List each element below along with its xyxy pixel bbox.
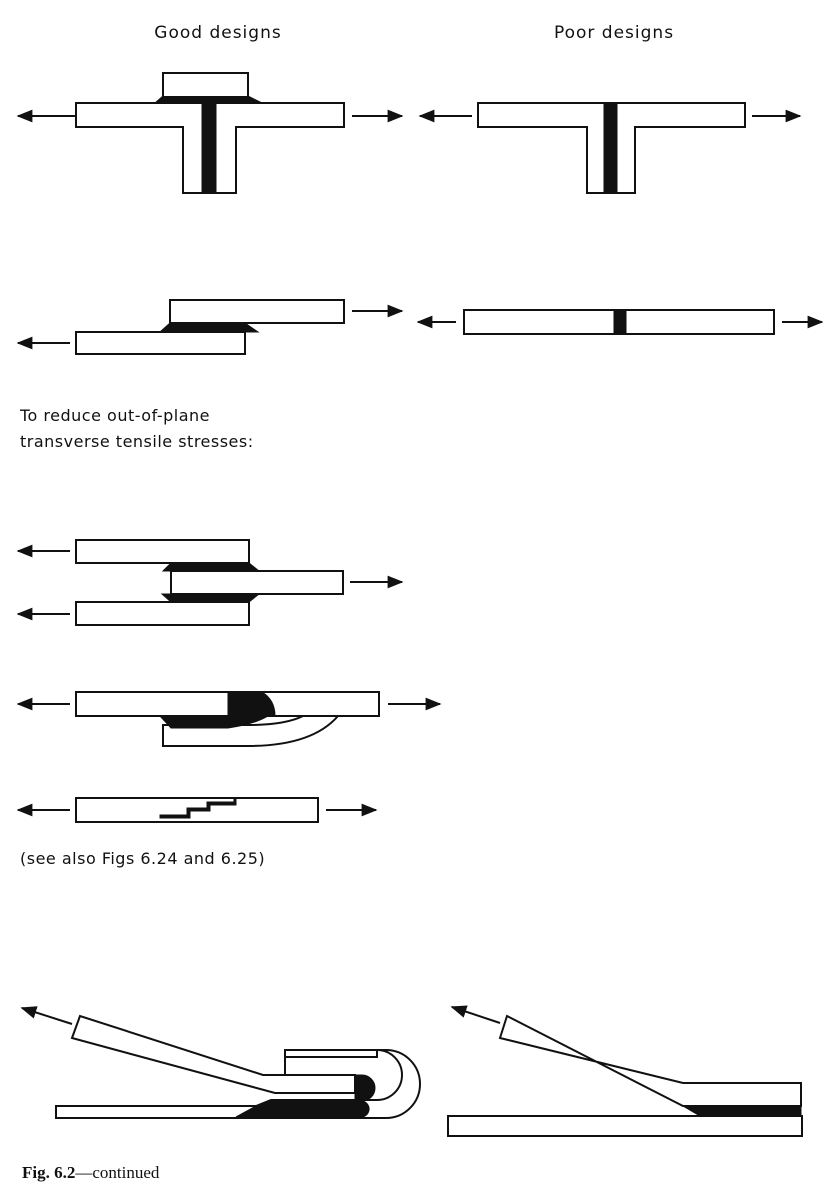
- butt-weld: [681, 1105, 802, 1117]
- butt-weld: [613, 309, 627, 335]
- reduce-note-line1: To reduce out-of-plane: [19, 406, 210, 425]
- upper-lap-weld: [161, 562, 261, 572]
- stepped-weld: [159, 797, 237, 819]
- good-tee-joint: [16, 72, 404, 194]
- poor-tee-joint: [418, 102, 802, 194]
- good-double-lap-joint: [16, 539, 404, 626]
- poor-inclined-joint: [447, 1005, 803, 1137]
- poor-butt-joint: [416, 309, 824, 335]
- good-lap-joint: [16, 299, 404, 355]
- fillet-weld-upper: [227, 691, 276, 717]
- good-wrapped-joint: [20, 1006, 421, 1119]
- bottom-plate: [75, 601, 250, 626]
- reduce-note-line2: transverse tensile stresses:: [20, 432, 254, 451]
- good-designs-heading: Good designs: [154, 23, 281, 43]
- poor-designs-heading: Poor designs: [554, 23, 674, 43]
- figure-caption: Fig. 6.2—continued: [22, 1163, 160, 1182]
- inclined-strap: [498, 1014, 802, 1107]
- see-also-note: (see also Figs 6.24 and 6.25): [20, 849, 265, 868]
- wrap-weld: [235, 1074, 376, 1118]
- base-plate: [447, 1115, 803, 1137]
- inclined-strap: [70, 1014, 378, 1094]
- lower-plate: [75, 331, 246, 355]
- tension-arrow-inclined: [20, 1006, 73, 1025]
- good-curved-joint: [16, 691, 442, 747]
- lap-weld: [158, 322, 260, 333]
- caption-suffix: —continued: [74, 1163, 160, 1182]
- middle-plate: [170, 570, 344, 595]
- butt-weld: [201, 102, 217, 194]
- good-stepped-joint: [16, 797, 378, 823]
- butt-weld: [603, 102, 618, 194]
- caption-label: Fig. 6.2: [22, 1163, 75, 1182]
- top-plate: [75, 539, 250, 564]
- tension-arrow-inclined: [450, 1005, 501, 1024]
- upper-plate: [169, 299, 345, 324]
- cover-plate: [162, 72, 249, 98]
- lower-lap-weld: [160, 593, 261, 603]
